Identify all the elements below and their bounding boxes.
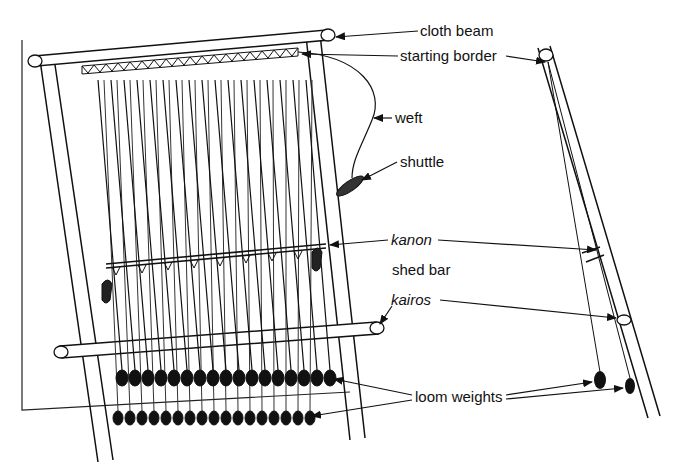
leader-arrow	[362, 162, 397, 180]
part-label: shed bar	[392, 261, 450, 278]
leader-arrow	[506, 56, 545, 62]
part-label: loom weights	[415, 388, 503, 405]
weft-thread	[298, 52, 375, 178]
side-upright	[538, 46, 660, 418]
leader-arrow	[438, 240, 596, 250]
kanon-bracket	[102, 280, 112, 303]
shuttle-shape	[334, 173, 366, 200]
heddle-loops	[112, 251, 302, 275]
leader-arrow	[506, 382, 592, 395]
loom-weights-back	[113, 411, 315, 425]
leader-arrow	[380, 306, 392, 324]
side-weight	[594, 371, 606, 389]
leader-arrow	[506, 388, 623, 399]
loom-weights-front	[116, 370, 336, 386]
kanon-bracket	[312, 248, 322, 271]
part-label: kanon	[391, 231, 432, 248]
cloth-beam-end	[28, 55, 42, 67]
part-label: kairos	[391, 291, 431, 308]
leader-arrow	[330, 240, 388, 245]
leader-arrow	[302, 54, 398, 56]
leader-arrow	[312, 400, 412, 416]
part-label: cloth beam	[420, 22, 493, 39]
leader-arrow	[336, 31, 418, 37]
leader-arrows	[302, 31, 623, 416]
leader-arrow	[440, 300, 616, 318]
leader-arrow	[334, 379, 412, 395]
kairos-end	[54, 346, 68, 358]
warp-threads-front	[98, 80, 330, 370]
kairos-end	[370, 322, 384, 334]
part-label: weft	[395, 109, 423, 126]
part-label: shuttle	[400, 153, 444, 170]
part-label: starting border	[400, 47, 497, 64]
kairos-bar	[60, 322, 378, 358]
leader-arrow	[374, 117, 392, 118]
side-kairos	[617, 315, 631, 325]
kanon-rod	[106, 244, 326, 268]
side-weight	[625, 378, 635, 394]
cloth-beam-end	[321, 29, 335, 41]
left-upright	[40, 58, 113, 462]
side-beam-end	[539, 49, 553, 61]
side-warp	[548, 62, 630, 378]
cloth-beam	[34, 30, 329, 66]
